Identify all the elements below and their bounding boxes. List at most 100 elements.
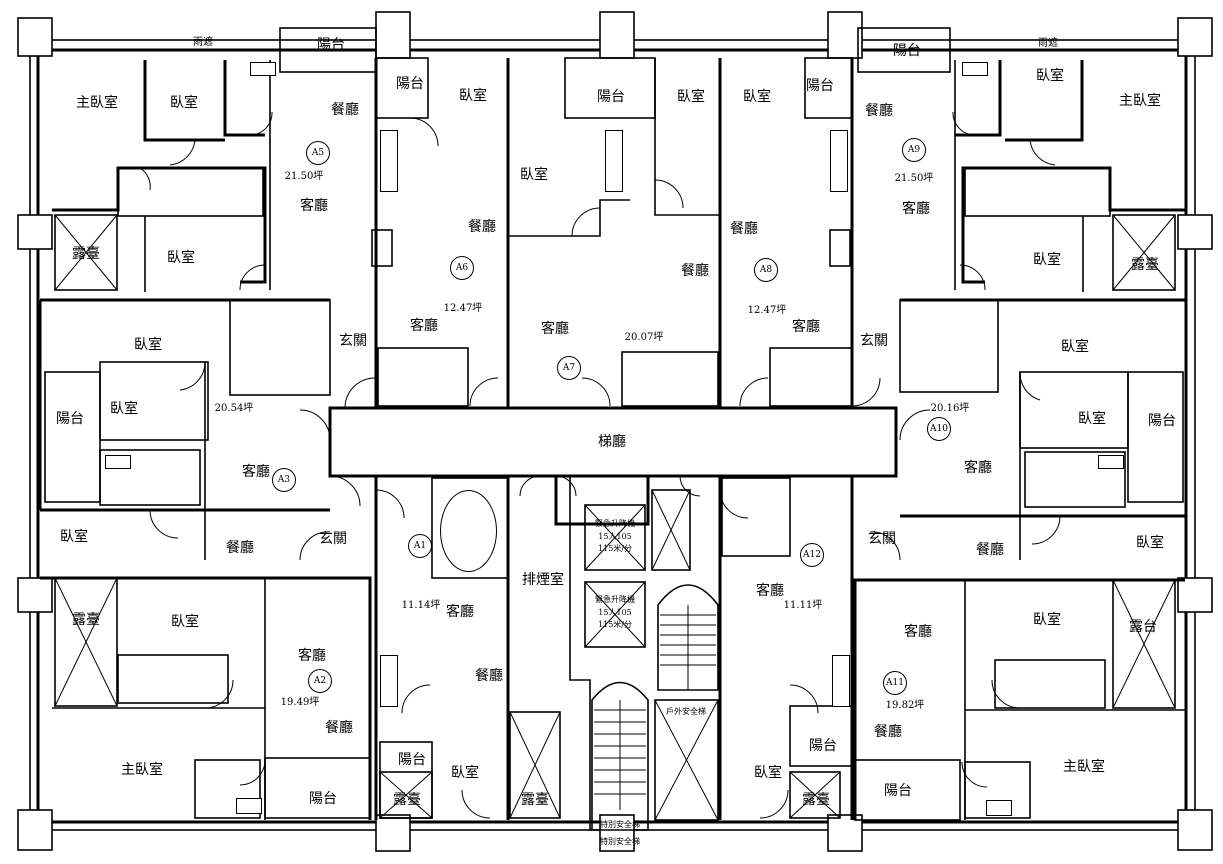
- column: [1177, 577, 1213, 613]
- outdoor-stair-label: 戶外安全梯: [666, 707, 706, 716]
- room-label: 臥室: [1033, 252, 1061, 268]
- room-label: 客廳: [541, 321, 569, 337]
- unit-area: 21.50坪: [284, 171, 324, 182]
- room-label: 陽台: [806, 78, 834, 94]
- unit-badge: A2: [308, 669, 332, 693]
- column: [375, 814, 411, 852]
- shaft: [651, 489, 691, 571]
- smoke-room-label: 排煙室: [522, 572, 564, 588]
- bath: [769, 347, 853, 407]
- bath: [431, 477, 509, 579]
- bath: [117, 654, 229, 704]
- room-label: 臥室: [134, 337, 162, 353]
- balcony-wall: [857, 27, 951, 73]
- column: [599, 814, 635, 852]
- stove-fixture: [986, 800, 1012, 816]
- room-label: 客廳: [410, 318, 438, 334]
- bath: [994, 659, 1106, 709]
- room-label: 陽台: [1148, 413, 1176, 429]
- room-label: 餐廳: [468, 219, 496, 235]
- elevator-label: 緊急升降機: [595, 595, 635, 604]
- stove-fixture: [1098, 455, 1124, 469]
- terrace: [1112, 214, 1176, 291]
- balcony-wall: [279, 27, 377, 73]
- terrace: [789, 771, 841, 819]
- unit-area: 19.82坪: [885, 700, 925, 711]
- column: [829, 229, 851, 267]
- kitchen: [194, 759, 261, 819]
- unit-badge: A1: [408, 534, 432, 558]
- elevator-speed: 115米/分: [598, 620, 632, 629]
- column: [17, 577, 53, 613]
- kitchen: [1024, 451, 1126, 508]
- balcony: [854, 759, 961, 821]
- room-label: 客廳: [242, 464, 270, 480]
- unit-badge: A7: [557, 356, 581, 380]
- room-label: 玄關: [339, 333, 367, 349]
- balcony: [804, 57, 853, 119]
- room-label: 臥室: [754, 765, 782, 781]
- bath: [964, 167, 1111, 217]
- room-label: 陽台: [809, 738, 837, 754]
- unit-badge: A5: [306, 141, 330, 165]
- shower-fixture: [440, 490, 497, 572]
- bath: [377, 347, 469, 407]
- unit-badge: A3: [272, 468, 296, 492]
- room-label: 臥室: [170, 95, 198, 111]
- room-label: 陽台: [396, 76, 424, 92]
- unit-area: 21.50坪: [894, 173, 934, 184]
- elevator-spec: 15人105: [598, 608, 632, 617]
- room-label: 陽台: [398, 752, 426, 768]
- room-label: 臥室: [1061, 339, 1089, 355]
- elevator-spec: 15人105: [598, 532, 632, 541]
- stove-fixture: [105, 455, 131, 469]
- room-label: 客廳: [904, 624, 932, 640]
- room-label: 露臺: [72, 612, 100, 628]
- wall: [143, 60, 225, 142]
- unit-area: 11.11坪: [783, 600, 823, 611]
- stove-fixture: [250, 62, 276, 76]
- balcony: [44, 371, 101, 503]
- room-label: 客廳: [792, 319, 820, 335]
- room-label: 餐廳: [325, 720, 353, 736]
- room-label: 露臺: [1131, 257, 1159, 273]
- lobby-label: 梯廳: [598, 434, 626, 450]
- column: [375, 11, 411, 59]
- terrace: [509, 711, 561, 819]
- unit-area: 11.14坪: [401, 600, 441, 611]
- stove-fixture: [962, 62, 988, 76]
- balcony: [564, 57, 656, 119]
- bath: [899, 299, 999, 393]
- elevator-label: 緊急升降機: [595, 519, 635, 528]
- room-label: 臥室: [451, 765, 479, 781]
- column: [17, 214, 53, 250]
- unit-badge: A10: [927, 417, 951, 441]
- room-label: 雨遮: [193, 37, 213, 48]
- stair-label: 特別安全梯: [600, 837, 640, 846]
- room-label: 主臥室: [1119, 93, 1161, 109]
- room-label: 露台: [1129, 619, 1157, 635]
- balcony: [375, 57, 429, 119]
- room-label: 臥室: [743, 89, 771, 105]
- balcony: [1127, 371, 1184, 503]
- outdoor-stair-area: [654, 699, 719, 821]
- room-label: 餐廳: [874, 724, 902, 740]
- elevator-speed: 115米/分: [598, 544, 632, 553]
- counter-fixture: [380, 655, 398, 707]
- bath: [621, 351, 719, 407]
- unit-badge: A11: [883, 671, 907, 695]
- room-label: 餐廳: [681, 263, 709, 279]
- room-label: 露臺: [72, 246, 100, 262]
- room-label: 露臺: [393, 792, 421, 808]
- room-label: 陽台: [317, 37, 345, 53]
- room-label: 玄關: [860, 333, 888, 349]
- stair-label: 特別安全梯: [600, 820, 640, 829]
- column: [1177, 17, 1213, 57]
- column: [17, 17, 53, 57]
- terrace: [54, 214, 118, 291]
- room-label: 陽台: [56, 411, 84, 427]
- stair: [591, 681, 649, 831]
- room-label: 臥室: [1036, 68, 1064, 84]
